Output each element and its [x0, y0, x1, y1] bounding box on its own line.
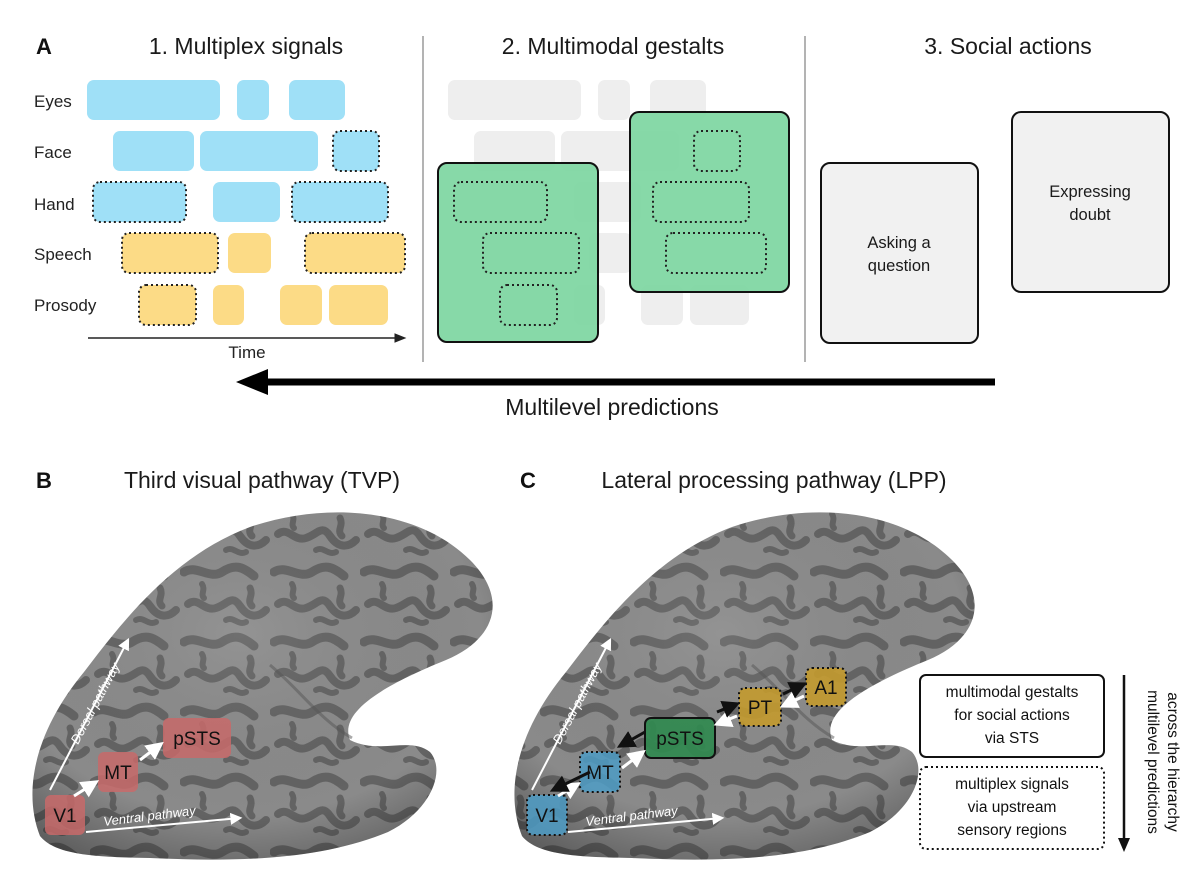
signal-block: [113, 131, 194, 171]
signal-block: [237, 80, 269, 120]
time-label: Time: [228, 343, 265, 362]
svg-text:V1: V1: [53, 806, 76, 827]
row-label-face: Face: [34, 143, 72, 162]
panel-a-letter: A: [36, 34, 52, 59]
panel-a: A 1. Multiplex signals 2. Multimodal ges…: [34, 33, 1170, 420]
signal-block-selected: [304, 232, 406, 274]
svg-text:multimodal gestalts: multimodal gestalts: [946, 684, 1079, 701]
gestalt-box-2: [629, 111, 790, 293]
legend-solid-box: multimodal gestalts for social actions v…: [919, 674, 1105, 758]
dorsal-pathway-arrow: [531, 637, 612, 791]
svg-text:multiplex signals: multiplex signals: [955, 776, 1069, 793]
region-psts-b: pSTS: [163, 718, 231, 758]
panel-b-title: Third visual pathway (TVP): [124, 467, 400, 493]
col-social-actions-title: 3. Social actions: [924, 33, 1091, 59]
signal-block: [200, 131, 318, 171]
svg-text:pSTS: pSTS: [656, 729, 704, 750]
prediction-arrow-head: [236, 369, 268, 395]
region-a1-c: A1: [805, 667, 847, 707]
svg-text:MT: MT: [104, 763, 132, 784]
dorsal-pathway-arrow: [49, 637, 130, 791]
region-v1-b: V1: [45, 795, 85, 835]
signal-block: [213, 182, 280, 222]
panel-b: B Third visual pathway (TVP) Dorsal path…: [32, 467, 493, 860]
signal-block: [87, 80, 220, 120]
signal-block-selected: [332, 130, 380, 172]
svg-text:Asking a: Asking a: [867, 234, 931, 252]
svg-text:MT: MT: [586, 763, 614, 784]
signal-block-selected: [291, 181, 389, 223]
arrow-mt-psts: [139, 741, 164, 762]
brain-illustration-c: [514, 512, 975, 860]
region-psts-c: pSTS: [644, 717, 716, 759]
signal-block: [289, 80, 345, 120]
svg-text:V1: V1: [535, 806, 558, 827]
panel-c: C Lateral processing pathway (LPP) Dorsa…: [514, 467, 975, 860]
col-multiplex-title: 1. Multiplex signals: [149, 33, 343, 59]
row-label-speech: Speech: [34, 245, 92, 264]
signal-block: [228, 233, 271, 273]
svg-text:A1: A1: [814, 678, 837, 699]
legend-arrow-head: [1118, 838, 1130, 852]
signal-block-selected: [138, 284, 197, 326]
legend: multimodal gestalts for social actions v…: [919, 674, 1181, 852]
panel-c-letter: C: [520, 468, 536, 493]
social-action-asking: Asking a question: [820, 162, 979, 344]
ventral-pathway-arrow: [85, 812, 243, 833]
signal-block-selected: [121, 232, 219, 274]
panel-c-title: Lateral processing pathway (LPP): [601, 467, 946, 493]
legend-arrow-label-1: multilevel predictions: [1144, 690, 1161, 834]
svg-text:question: question: [868, 257, 930, 275]
svg-text:PT: PT: [748, 698, 773, 719]
svg-text:Expressing: Expressing: [1049, 183, 1131, 201]
svg-text:via upstream: via upstream: [968, 799, 1057, 816]
predictions-label: Multilevel predictions: [505, 394, 718, 420]
signal-block-selected: [92, 181, 187, 223]
arrow-v1-mt: [73, 780, 100, 798]
row-label-hand: Hand: [34, 195, 75, 214]
region-v1-c: V1: [526, 794, 568, 836]
ventral-pathway-arrow: [567, 812, 725, 833]
svg-text:via STS: via STS: [985, 730, 1039, 747]
svg-text:pSTS: pSTS: [173, 729, 221, 750]
region-mt-c: MT: [579, 751, 621, 793]
brain-illustration-b: [32, 512, 493, 860]
row-label-eyes: Eyes: [34, 92, 72, 111]
panel-b-letter: B: [36, 468, 52, 493]
signal-block: [329, 285, 388, 325]
social-action-doubt: Expressing doubt: [1011, 111, 1170, 293]
svg-text:doubt: doubt: [1069, 206, 1111, 224]
gestalt-box-1: [437, 162, 599, 343]
signal-blocks: [87, 80, 406, 326]
col-gestalts-title: 2. Multimodal gestalts: [502, 33, 724, 59]
region-pt-c: PT: [738, 687, 782, 727]
signal-block: [213, 285, 244, 325]
legend-dotted-box: multiplex signals via upstream sensory r…: [919, 766, 1105, 850]
legend-arrow-label-2: across the hierarchy: [1164, 692, 1181, 832]
svg-text:sensory regions: sensory regions: [957, 822, 1067, 839]
svg-text:for social actions: for social actions: [954, 707, 1070, 724]
signal-block: [280, 285, 322, 325]
region-mt-b: MT: [98, 752, 138, 792]
row-label-prosody: Prosody: [34, 296, 97, 315]
